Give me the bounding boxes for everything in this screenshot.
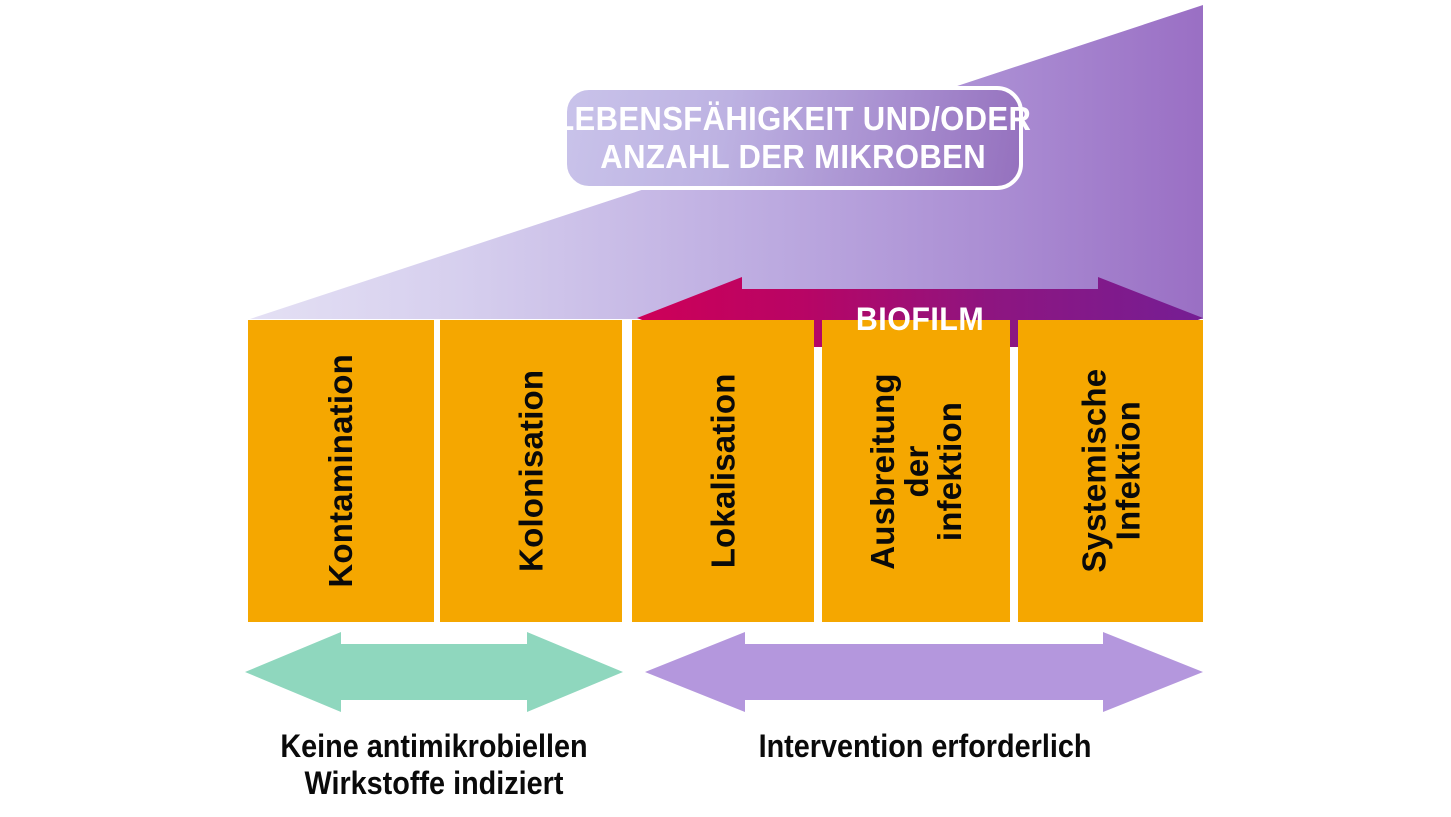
stage-box-lokalisation[interactable]: Lokalisation <box>632 320 814 622</box>
stage-box-kontamination[interactable]: Kontamination <box>248 320 434 622</box>
stage-label-ausbreitung-der-infektion: Ausbreitung der infektion <box>863 372 968 570</box>
stage-label-lokalisation: Lokalisation <box>704 373 742 569</box>
viability-title-line-2: ANZAHL DER MIKROBEN <box>600 138 986 175</box>
viability-title-pill: LEBENSFÄHIGKEIT UND/ODER ANZAHL DER MIKR… <box>555 86 1031 190</box>
no-antimicrobials-arrow <box>245 632 623 712</box>
stage-box-ausbreitung-der-infektion[interactable]: Ausbreitung der infektion <box>822 320 1010 622</box>
stage-label-systemische-infektion: Systemische Infektion <box>1074 369 1146 573</box>
stage-label-kolonisation: Kolonisation <box>512 369 550 573</box>
caption-no-antimicrobials: Keine antimikrobiellen Wirkstoffe indizi… <box>280 728 588 802</box>
intervention-required-arrow <box>645 632 1203 712</box>
viability-title-line-1: LEBENSFÄHIGKEIT UND/ODER <box>554 99 1032 137</box>
biofilm-arrow-label: BIOFILM <box>855 300 985 337</box>
stage-box-systemische-infektion[interactable]: Systemische Infektion <box>1018 320 1203 622</box>
stage-box-kolonisation[interactable]: Kolonisation <box>440 320 622 622</box>
stage-label-kontamination: Kontamination <box>322 354 360 588</box>
caption-intervention-required: Intervention erforderlich <box>758 728 1092 764</box>
